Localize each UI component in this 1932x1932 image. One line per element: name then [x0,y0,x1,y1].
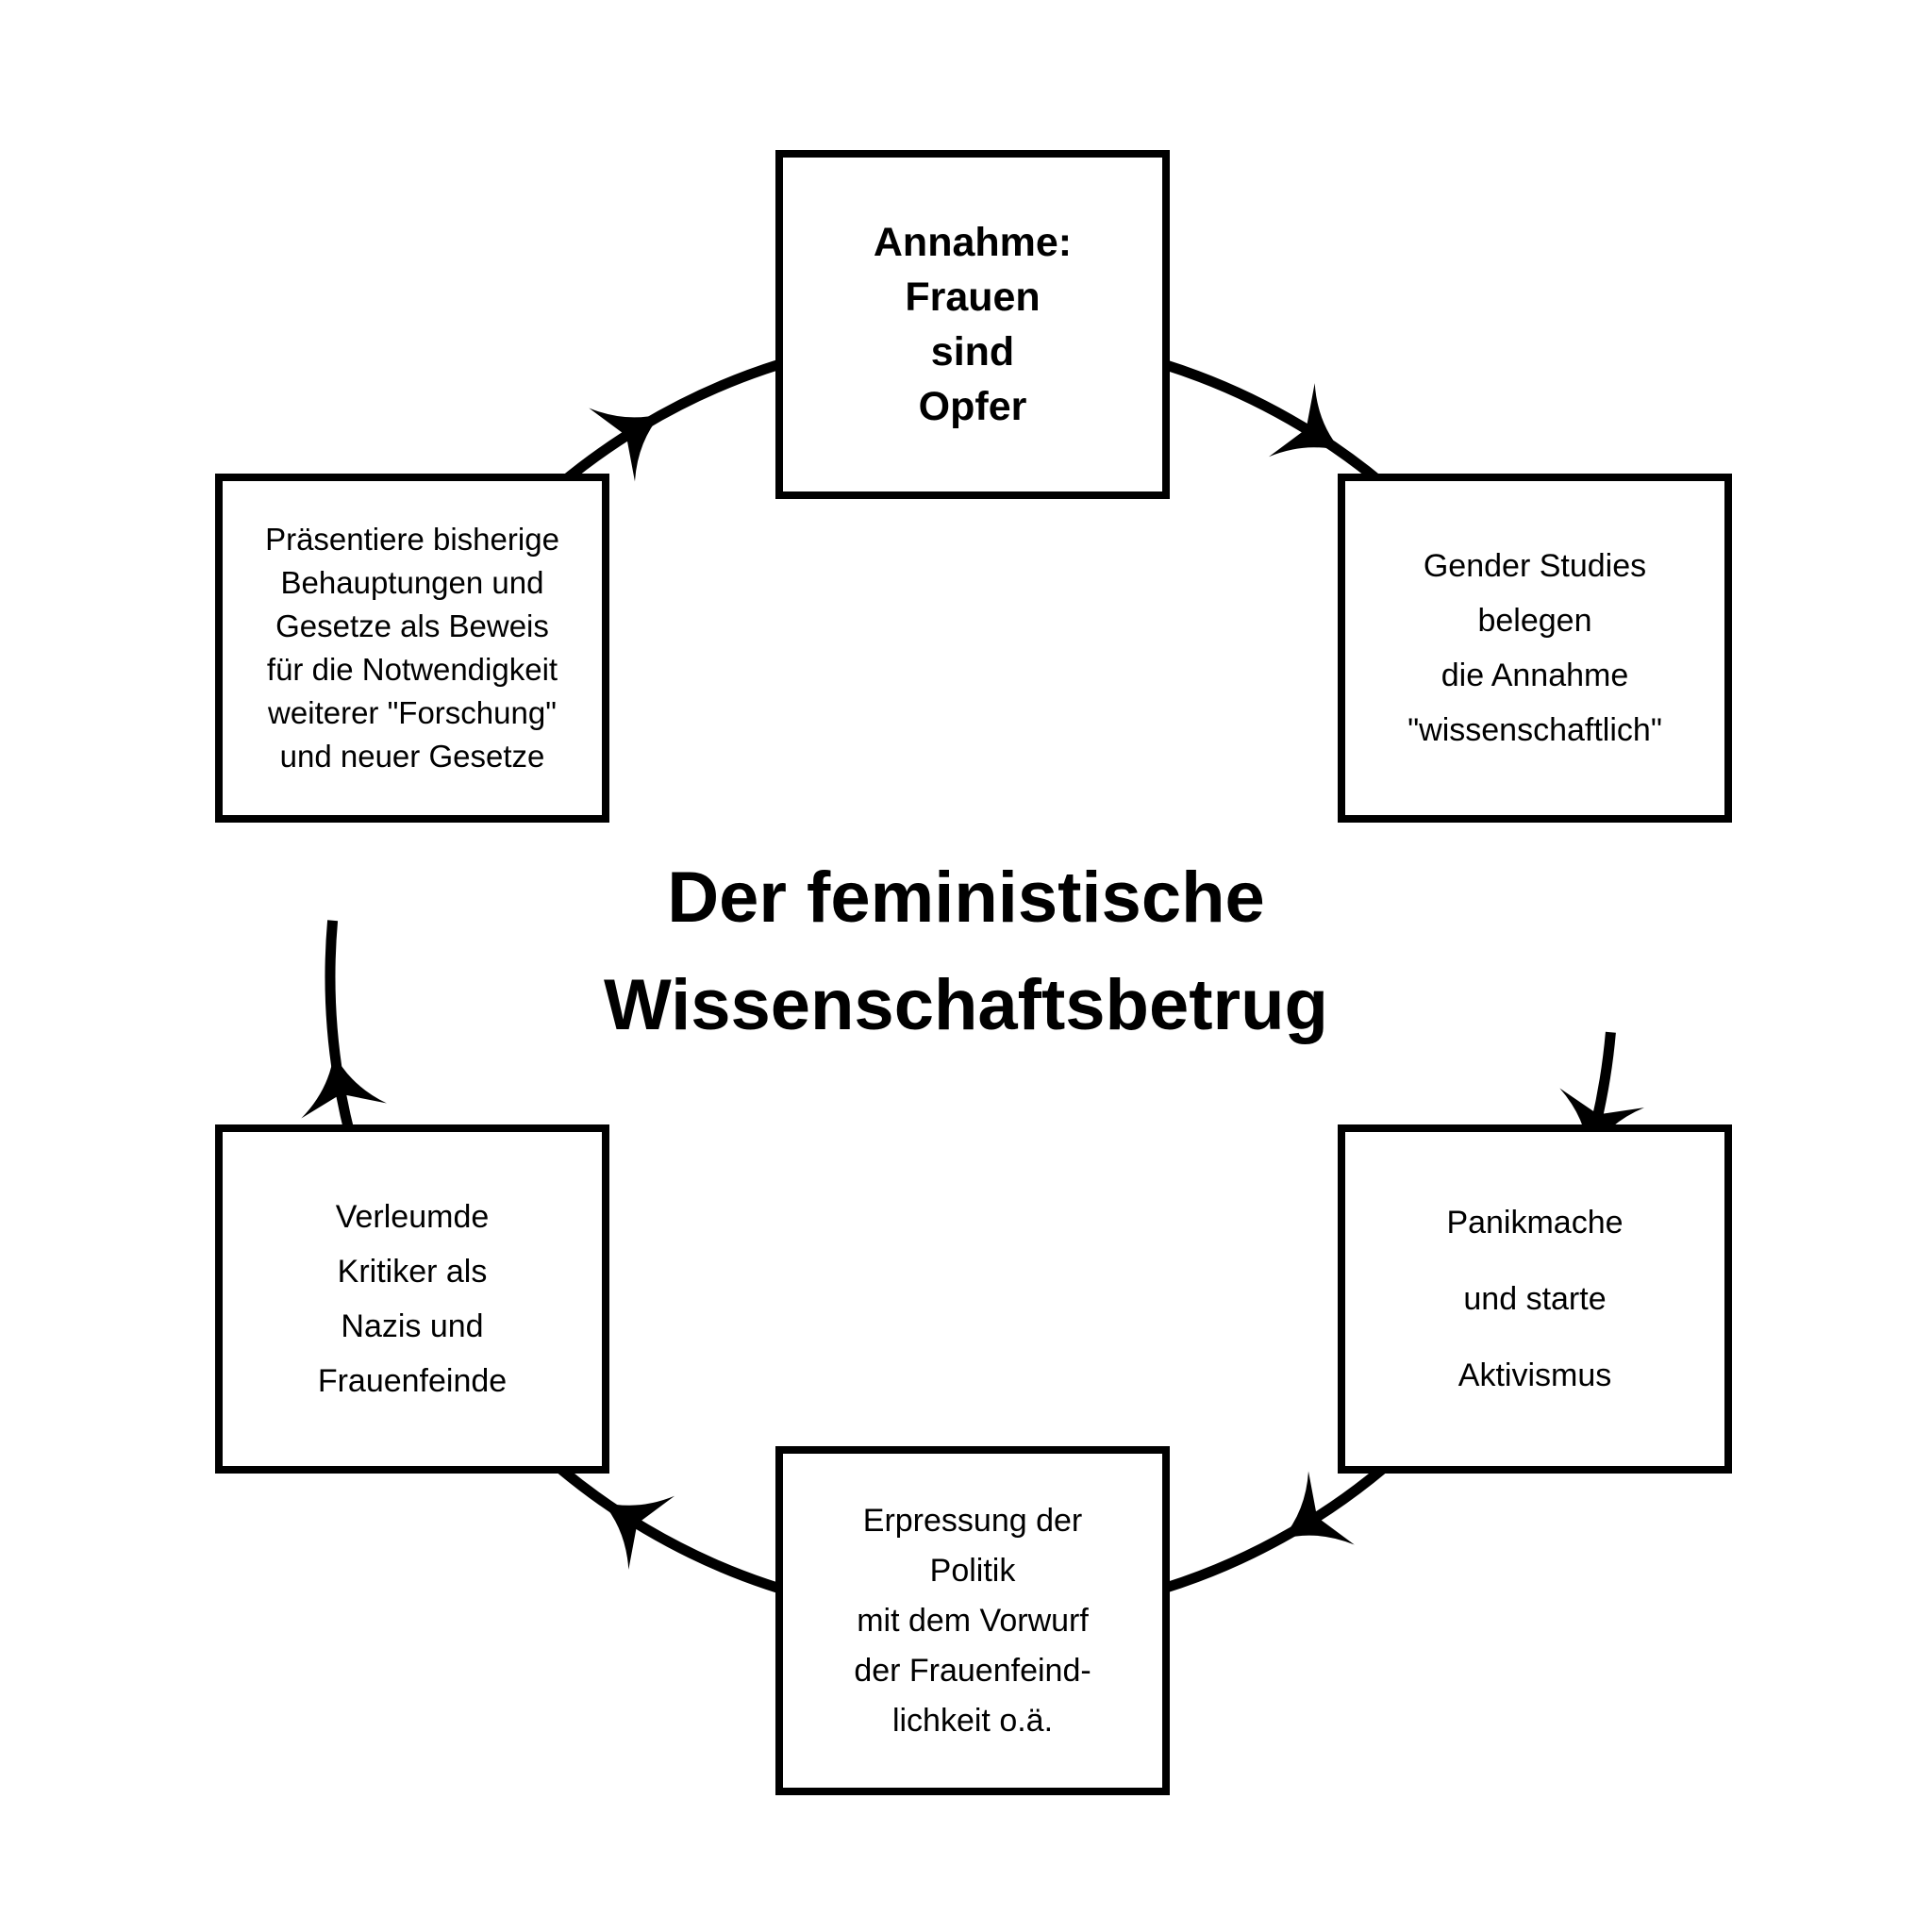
box-text-line: Frauenfeinde [317,1363,508,1399]
box-text-line: Präsentiere bisherige [265,522,559,557]
arrowhead-icon [301,1053,387,1119]
box-text-line: für die Notwendigkeit [266,652,558,687]
box-text-line: Annahme: [873,220,1073,265]
box-text-line: Panikmache [1446,1204,1624,1241]
box-text-line: Kritiker als [337,1254,488,1290]
box-text-line: der Frauenfeind- [854,1652,1091,1689]
box-text-line: weiterer "Forschung" [268,695,557,730]
box-text-line: und starte [1463,1280,1607,1317]
box-text-line: und neuer Gesetze [279,739,545,774]
step-box-defame-critics: Verleumde Kritiker als Nazis und Frauenf… [215,1124,609,1474]
arrowhead-icon [1559,1088,1644,1156]
box-text-line: mit dem Vorwurf [857,1602,1089,1639]
diagram-title: Der feministische Wissenschaftsbetrug [494,844,1438,1059]
arrowhead-layer [301,383,1644,1570]
step-box-panic-activism: Panikmache und starte Aktivismus [1338,1124,1732,1474]
box-text-line: lichkeit o.ä. [891,1702,1054,1739]
step-box-assumption: Annahme: Frauen sind Opfer [775,150,1170,499]
box-text-line: "wissenschaftlich" [1407,712,1662,748]
arrowhead-icon [602,1495,675,1570]
diagram-title-line: Wissenschaftsbetrug [604,965,1328,1045]
box-text-line: Verleumde [335,1199,490,1235]
arrowhead-icon [1268,383,1341,458]
box-text-line: Frauen [905,275,1041,320]
box-text-line: Erpressung der [862,1502,1083,1539]
box-text-line: sind [930,329,1015,375]
diagram-title-line: Der feministische [667,858,1265,938]
box-text-line: Politik [929,1552,1016,1589]
box-text-line: Gesetze als Beweis [275,608,549,643]
box-text-line: Aktivismus [1457,1357,1612,1393]
box-text-line: Nazis und [341,1308,484,1344]
box-text-line: Gender Studies [1423,548,1647,584]
box-text-line: Behauptungen und [280,565,544,600]
box-text-line: die Annahme [1441,658,1629,693]
step-box-present-as-evidence: Präsentiere bisherige Behauptungen und G… [215,474,609,823]
box-text-line: Opfer [918,384,1027,429]
arrowhead-icon [589,408,662,482]
arrowhead-icon [1281,1471,1355,1545]
step-box-gender-studies: Gender Studies belegen die Annahme "wiss… [1338,474,1732,823]
box-text-line: belegen [1477,603,1592,639]
step-box-political-pressure: Erpressung der Politik mit dem Vorwurf d… [775,1446,1170,1795]
